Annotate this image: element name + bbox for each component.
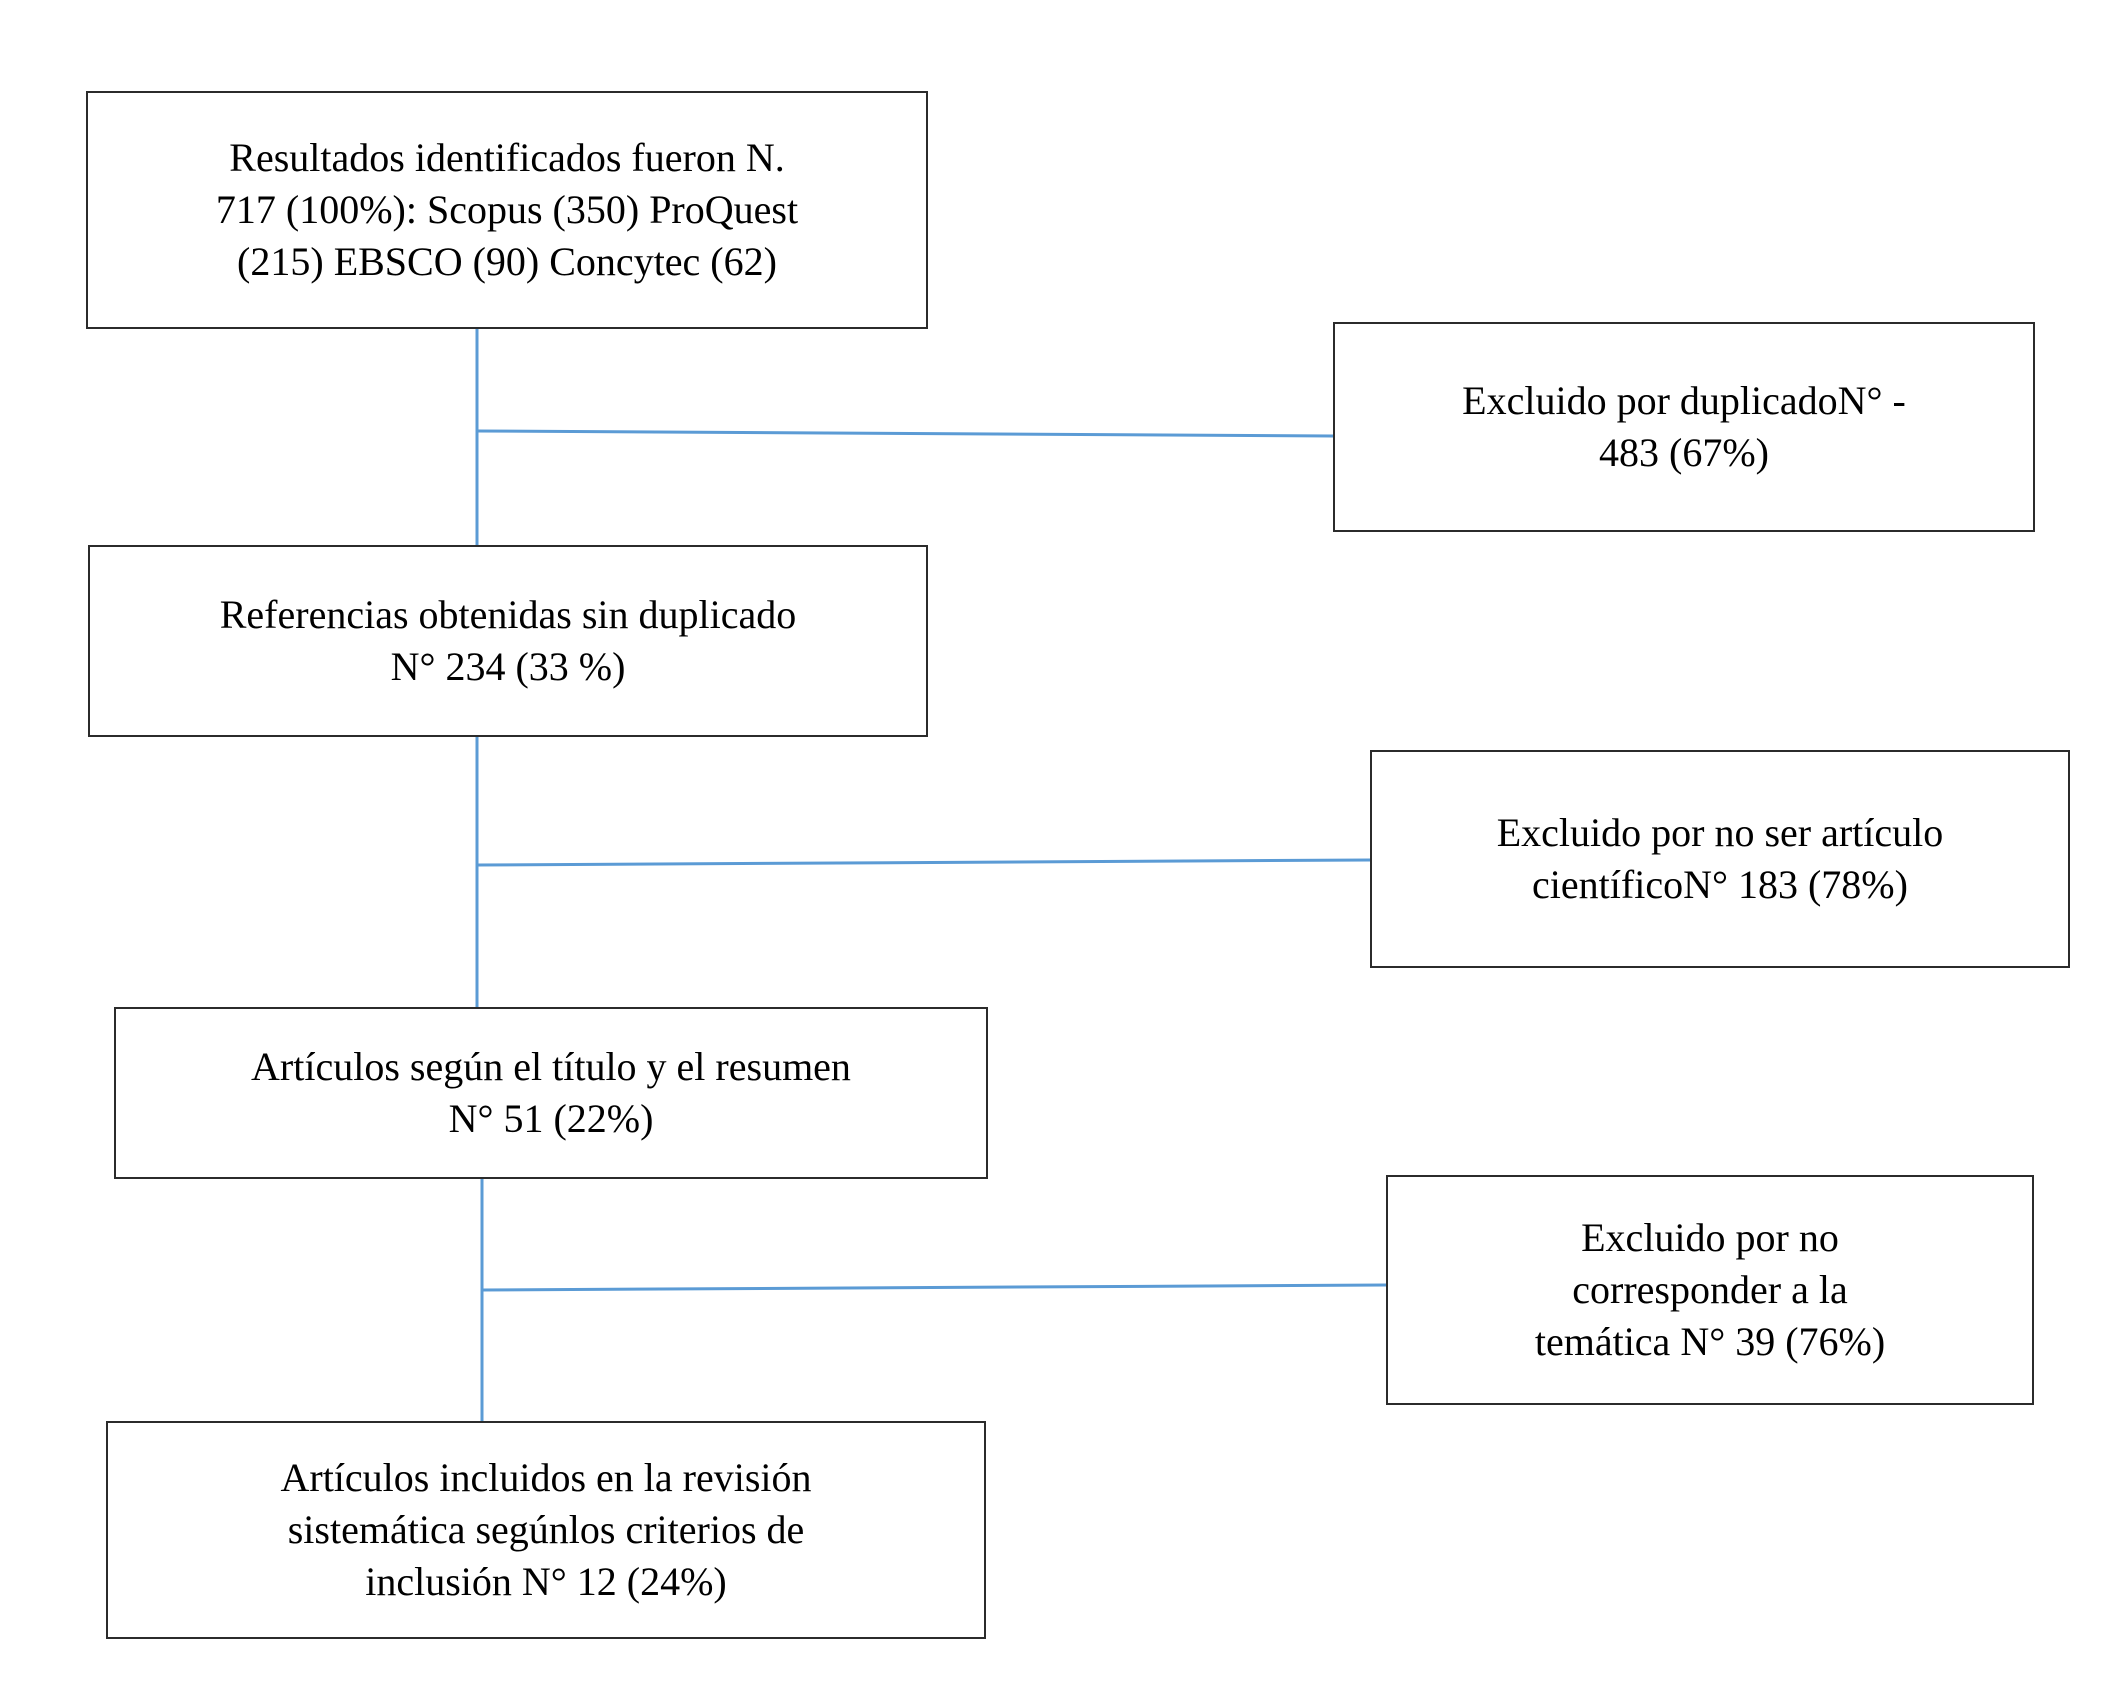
node-excluded-off-topic[interactable]: Excluido por no corresponder a la temáti…: [1386, 1175, 2034, 1405]
node-excluded-not-scientific-article-label: Excluido por no ser artículo científicoN…: [1496, 810, 1944, 907]
node-references-without-duplicates[interactable]: Referencias obtenidas sin duplicado N° 2…: [88, 545, 928, 737]
node-excluded-duplicates[interactable]: Excluido por duplicadoN° - 483 (67%): [1333, 322, 2035, 532]
node-articles-included[interactable]: Artículos incluidos en la revisión siste…: [106, 1421, 986, 1639]
node-articles-included-label: Artículos incluidos en la revisión siste…: [280, 1455, 812, 1604]
node-excluded-duplicates-label: Excluido por duplicadoN° - 483 (67%): [1462, 378, 1906, 475]
node-excluded-not-scientific-article[interactable]: Excluido por no ser artículo científicoN…: [1370, 750, 2070, 968]
node-articles-by-title-abstract-label: Artículos según el título y el resumen N…: [251, 1044, 851, 1141]
connector-branch-no-articulo: [476, 858, 1371, 867]
node-excluded-off-topic-label: Excluido por no corresponder a la temáti…: [1534, 1215, 1886, 1364]
node-references-without-duplicates-label: Referencias obtenidas sin duplicado N° 2…: [219, 592, 797, 689]
node-results-identified[interactable]: Resultados identificados fueron N. 717 (…: [86, 91, 928, 329]
node-results-identified-label: Resultados identificados fueron N. 717 (…: [215, 135, 799, 284]
connector-branch-tematica: [481, 1283, 1387, 1292]
node-articles-by-title-abstract[interactable]: Artículos según el título y el resumen N…: [114, 1007, 988, 1179]
connector-branch-duplicado: [476, 429, 1334, 438]
